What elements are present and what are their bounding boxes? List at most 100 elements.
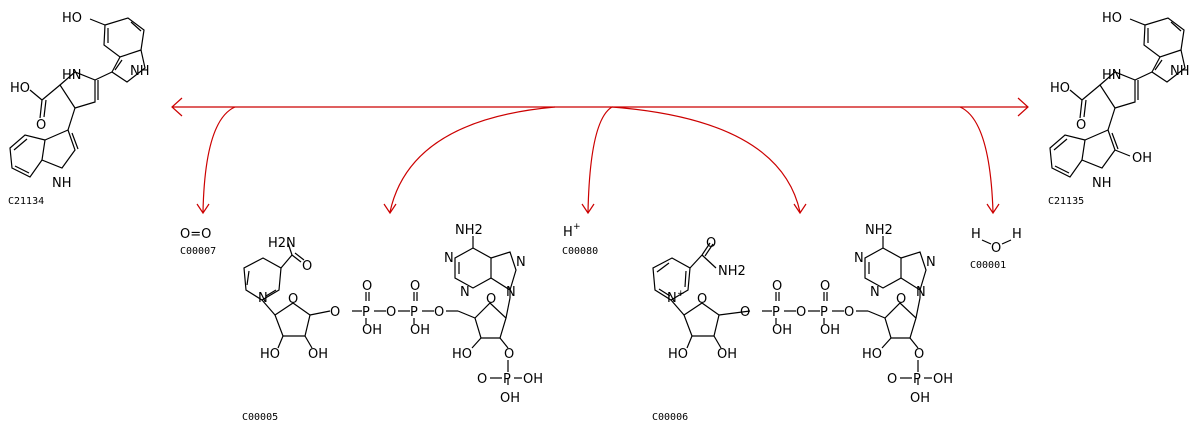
nadp-o-dbl: O xyxy=(887,372,897,387)
nadp-n-plus: N xyxy=(667,291,677,306)
nadph-oh3: OH xyxy=(523,372,543,387)
nadph-n3: N xyxy=(460,285,470,300)
nadp-n9: N xyxy=(916,285,926,300)
branch-to-water xyxy=(959,106,994,213)
nadph-o2: O xyxy=(386,305,396,320)
proton-charge: + xyxy=(573,222,581,232)
nadp-o1: O xyxy=(740,305,750,320)
c21135-acid-o-label: O xyxy=(1076,118,1086,133)
nadph-id: C00005 xyxy=(242,412,278,423)
nadp-ribose-o: O xyxy=(697,292,707,307)
nadp-n7: N xyxy=(926,255,936,270)
nadp-oh4: OH xyxy=(910,391,930,406)
compound-c00080: H + C00080 xyxy=(562,222,598,257)
c21134-id: C21134 xyxy=(8,196,44,207)
branch-to-proton xyxy=(587,106,613,213)
nadp-charge: + xyxy=(677,289,685,299)
nadph-n7: N xyxy=(516,255,526,270)
nadph-amide-o: O xyxy=(302,259,312,274)
arrowhead-water xyxy=(986,203,1000,215)
nadp-ribose2-o: O xyxy=(896,292,906,307)
nadp-oh2: OH xyxy=(820,323,840,338)
water-o: O xyxy=(991,241,1001,256)
compound-c00001: H O H C00001 xyxy=(970,227,1022,271)
nadph-oh2: OH xyxy=(410,323,430,338)
c21135-id: C21135 xyxy=(1048,196,1084,207)
compound-c00007: O=O C00007 xyxy=(180,227,216,257)
c21134-indole-nh-label: NH xyxy=(130,64,150,79)
water-h2: H xyxy=(1012,227,1022,242)
nadp-oh-a: OH xyxy=(717,347,737,362)
nadph-o-up1: O xyxy=(362,279,372,294)
c21135-pyrrole-nh-label: HN xyxy=(1102,68,1122,83)
nadp-o2: O xyxy=(796,305,806,320)
nadp-oh3: OH xyxy=(933,372,953,387)
nadp-oh1: OH xyxy=(772,323,792,338)
branch-to-nadph xyxy=(389,106,556,213)
nadph-ho-a: HO xyxy=(260,347,280,362)
nadp-n1: N xyxy=(854,251,864,266)
nadp-o-p: O xyxy=(914,347,924,362)
proton-symbol: H xyxy=(563,225,573,240)
nadph-o3: O xyxy=(434,305,444,320)
arrowhead-oxygen xyxy=(196,203,210,215)
nadph-oh-a: OH xyxy=(308,347,328,362)
arrowhead-right xyxy=(1017,97,1029,117)
nadp-n3: N xyxy=(870,285,880,300)
nadph-p1: P xyxy=(362,305,370,320)
arrowhead-left xyxy=(171,97,183,117)
nadph-p3: P xyxy=(503,372,511,387)
oxygen-formula: O=O xyxy=(180,227,211,242)
arrowhead-proton xyxy=(581,203,595,215)
compound-c00005: H2N O N O O P O OH O P O OH O HO OH O NH… xyxy=(242,223,543,423)
nadph-adenine-nh2: NH2 xyxy=(455,223,483,238)
c21134-hydroxy-label: HO xyxy=(62,11,82,26)
nadp-adenine-nh2: NH2 xyxy=(865,223,893,238)
compound-c00006: NH2 O N + O O P O OH O P O OH O HO OH O … xyxy=(652,223,953,423)
c21134-lower-nh-label: NH xyxy=(52,176,72,191)
nadp-o-up2: O xyxy=(820,279,830,294)
c21134-pyrrole-nh-label: HN xyxy=(62,68,82,83)
nadph-p2: P xyxy=(410,305,418,320)
arrowhead-nadph xyxy=(383,203,397,215)
nadph-ribose-o: O xyxy=(288,292,298,307)
c21134-acid-o-label: O xyxy=(36,118,46,133)
branch-to-oxygen xyxy=(202,106,236,213)
nadp-nh2: NH2 xyxy=(718,264,746,279)
compound-c21134: HO HN NH HO O NH C21134 xyxy=(8,11,150,207)
c21135-hydroxy-label: HO xyxy=(1102,11,1122,26)
nadp-o-up1: O xyxy=(772,279,782,294)
water-id: C00001 xyxy=(970,260,1006,271)
nadph-n: N xyxy=(258,291,268,306)
c21135-lower-nh-label: NH xyxy=(1092,176,1112,191)
oxygen-id: C00007 xyxy=(180,246,216,257)
c21134-acid-ho-label: HO xyxy=(10,81,30,96)
nadp-o3: O xyxy=(844,305,854,320)
nadph-oh1: OH xyxy=(362,323,382,338)
compound-c21135: HO HN NH HO O NH OH C21135 xyxy=(1048,11,1190,207)
water-h1: H xyxy=(971,227,981,242)
c21135-indole-nh-label: NH xyxy=(1170,64,1190,79)
nadph-n1: N xyxy=(444,251,454,266)
nadp-p1: P xyxy=(772,305,780,320)
nadp-ho-a: HO xyxy=(668,347,688,362)
nadph-o-dbl: O xyxy=(477,372,487,387)
nadph-ribose2-o: O xyxy=(486,292,496,307)
nadph-o-up2: O xyxy=(410,279,420,294)
c21135-acid-ho-label: HO xyxy=(1050,81,1070,96)
proton-id: C00080 xyxy=(562,246,598,257)
nadph-n9: N xyxy=(506,285,516,300)
nadph-o1: O xyxy=(330,305,340,320)
nadp-id: C00006 xyxy=(652,412,688,423)
nadp-ho-b: HO xyxy=(862,347,882,362)
nadph-ho-b: HO xyxy=(452,347,472,362)
c21135-oh-label: OH xyxy=(1132,151,1152,166)
nadp-p2: P xyxy=(820,305,828,320)
reaction-arrows xyxy=(171,97,1029,215)
nadph-h2n: H2N xyxy=(268,236,296,251)
nadp-amide-o: O xyxy=(706,236,716,251)
nadph-oh4: OH xyxy=(500,391,520,406)
arrowhead-nadp xyxy=(793,203,807,215)
